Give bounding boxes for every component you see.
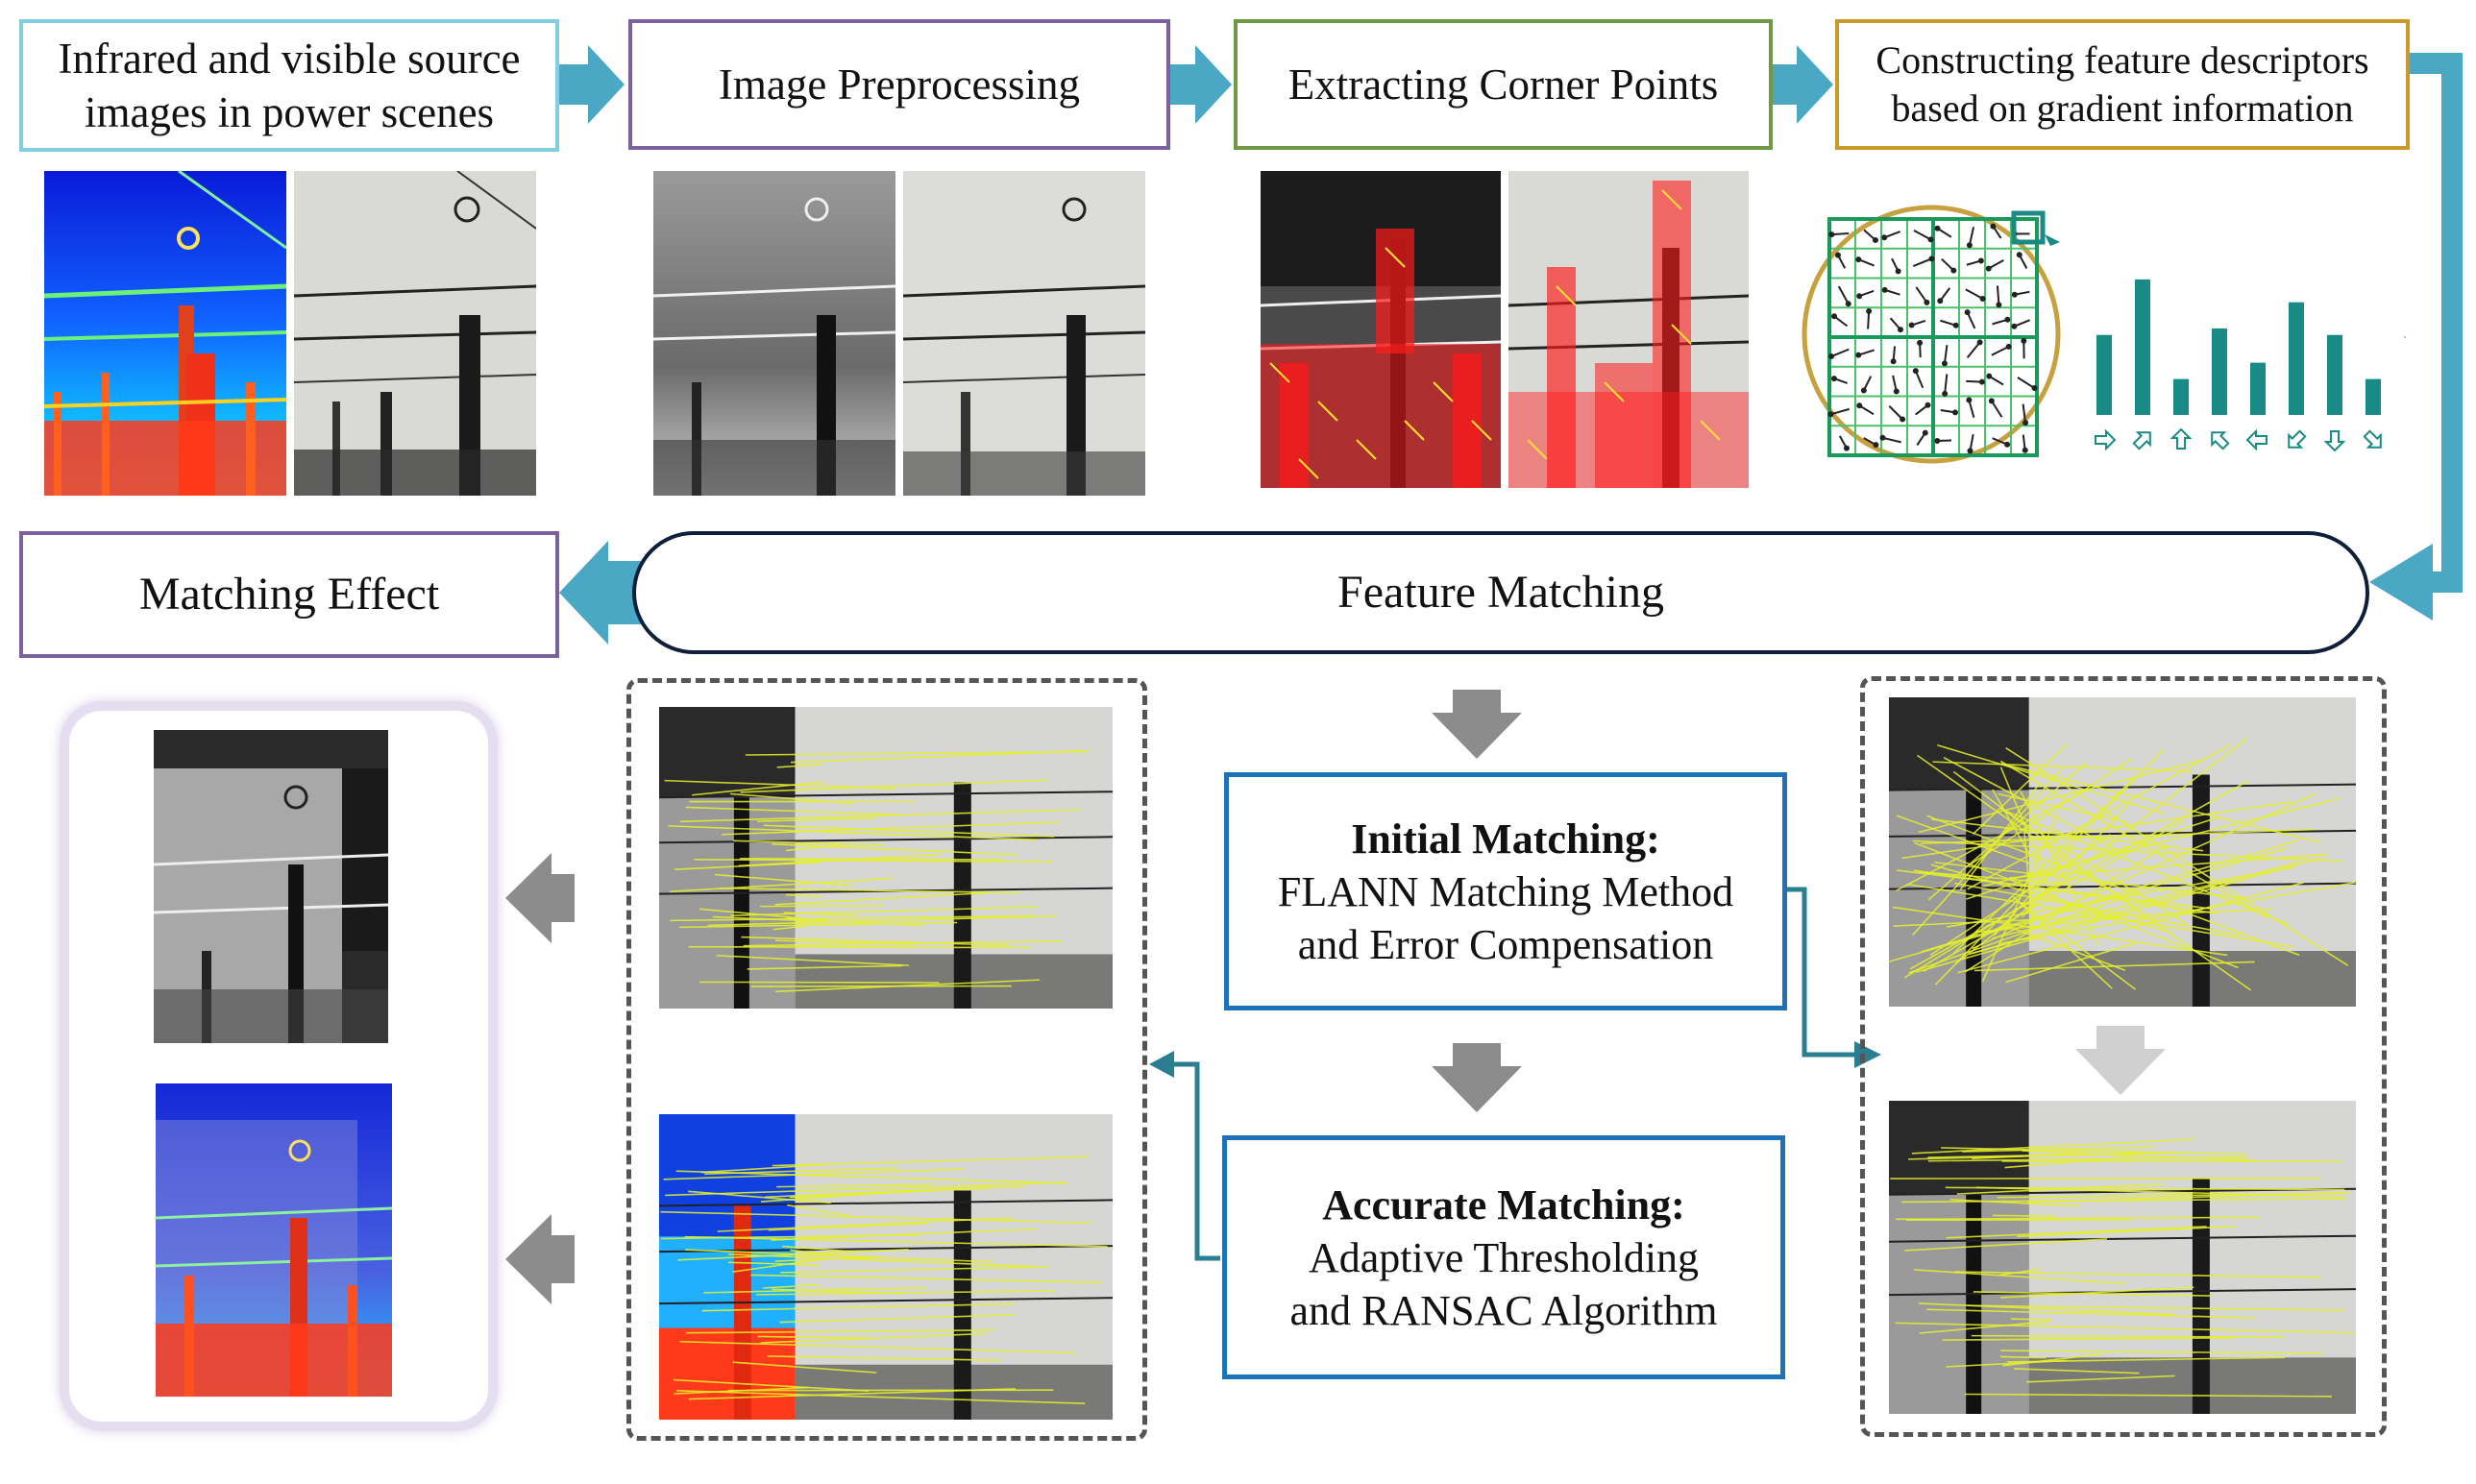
- histogram-bar: [2366, 378, 2381, 415]
- gray-arrow-left-1: [505, 853, 575, 943]
- connector-descriptors-down: [2410, 53, 2463, 593]
- preprocessed-visible-image: [903, 171, 1145, 496]
- histogram-bar: [2135, 279, 2150, 415]
- orientation-histogram: [2087, 223, 2410, 459]
- direction-arrow-icon: [2323, 430, 2346, 452]
- histogram-bar: [2173, 378, 2189, 415]
- source-images-label: Infrared and visible source images in po…: [58, 34, 521, 136]
- histogram-bar: [2289, 302, 2304, 415]
- preprocess-box: Image Preprocessing: [628, 19, 1170, 150]
- corners-infrared-image: [1261, 171, 1501, 488]
- fused-infrared-result: [156, 1083, 392, 1397]
- accurate-match-pair-bottom: [1889, 1101, 2356, 1414]
- corners-label: Extracting Corner Points: [1287, 60, 1719, 109]
- histogram-bar: [2250, 362, 2266, 415]
- visible-source-image: [294, 171, 536, 496]
- initial-matching-line1: FLANN Matching Method: [1277, 867, 1734, 915]
- infrared-source-image: [44, 171, 286, 496]
- arrowhead-left-panel: [1149, 1051, 1174, 1078]
- feature-matching-label: Feature Matching: [1337, 567, 1664, 618]
- source-images-box: Infrared and visible source images in po…: [19, 19, 559, 152]
- accurate-result-panel: [1860, 676, 2387, 1437]
- descriptor-gradient-grid: [1799, 192, 2064, 476]
- histogram-bar: [2327, 334, 2342, 415]
- matching-effect-label: Matching Effect: [138, 569, 440, 620]
- preprocess-label: Image Preprocessing: [718, 60, 1081, 109]
- initial-matching-line2: and Error Compensation: [1297, 920, 1714, 968]
- initial-matching-box: Initial Matching: FLANN Matching Method …: [1224, 772, 1787, 1010]
- arrow-source-to-preprocess: [559, 45, 625, 124]
- corners-box: Extracting Corner Points: [1234, 19, 1773, 150]
- corners-visible-image: [1508, 171, 1749, 488]
- preprocessed-infrared-image: [653, 171, 895, 496]
- descriptors-label: Constructing feature descriptors based o…: [1875, 38, 2369, 130]
- fused-gray-result: [154, 730, 388, 1043]
- gray-arrow-down-1: [1432, 690, 1522, 759]
- histogram-bar: [2212, 328, 2227, 415]
- matching-effect-box: Matching Effect: [19, 531, 559, 658]
- direction-arrow-icon: [2245, 428, 2268, 451]
- accurate-matching-line1: Adaptive Thresholding: [1308, 1233, 1700, 1281]
- direction-arrow-icon: [2288, 429, 2307, 449]
- gray-arrow-left-2: [505, 1214, 575, 1304]
- histogram-bar: [2096, 334, 2112, 415]
- initial-match-pair-top: [659, 707, 1113, 1009]
- connector-initial-to-right: [1787, 887, 1854, 1058]
- direction-arrow-icon: [2211, 431, 2230, 450]
- initial-result-panel: [626, 678, 1147, 1441]
- arrow-preprocess-to-corners: [1170, 45, 1232, 124]
- arrow-corners-to-descriptors: [1773, 45, 1833, 124]
- connector-accurate-to-left: [1172, 1061, 1220, 1261]
- descriptors-box: Constructing feature descriptors based o…: [1835, 19, 2410, 150]
- initial-match-pair-bottom: [659, 1114, 1113, 1420]
- direction-arrow-icon: [2132, 431, 2151, 450]
- feature-matching-box: Feature Matching: [632, 531, 2369, 654]
- direction-arrow-icon: [2170, 427, 2193, 450]
- accurate-match-pair-top: [1889, 697, 2356, 1007]
- arrow-to-matching-effect: [559, 541, 646, 645]
- direction-arrow-icon: [2095, 428, 2117, 451]
- gray-arrow-down-2: [1432, 1043, 1522, 1112]
- accurate-matching-box: Accurate Matching: Adaptive Thresholding…: [1222, 1135, 1785, 1379]
- gray-arrow-down-right: [2075, 1026, 2166, 1095]
- initial-matching-title: Initial Matching:: [1351, 815, 1660, 863]
- accurate-matching-title: Accurate Matching:: [1322, 1180, 1685, 1229]
- direction-arrow-icon: [2363, 429, 2382, 449]
- arrow-into-feature-matching: [2369, 544, 2433, 620]
- accurate-matching-line2: and RANSAC Algorithm: [1289, 1286, 1718, 1334]
